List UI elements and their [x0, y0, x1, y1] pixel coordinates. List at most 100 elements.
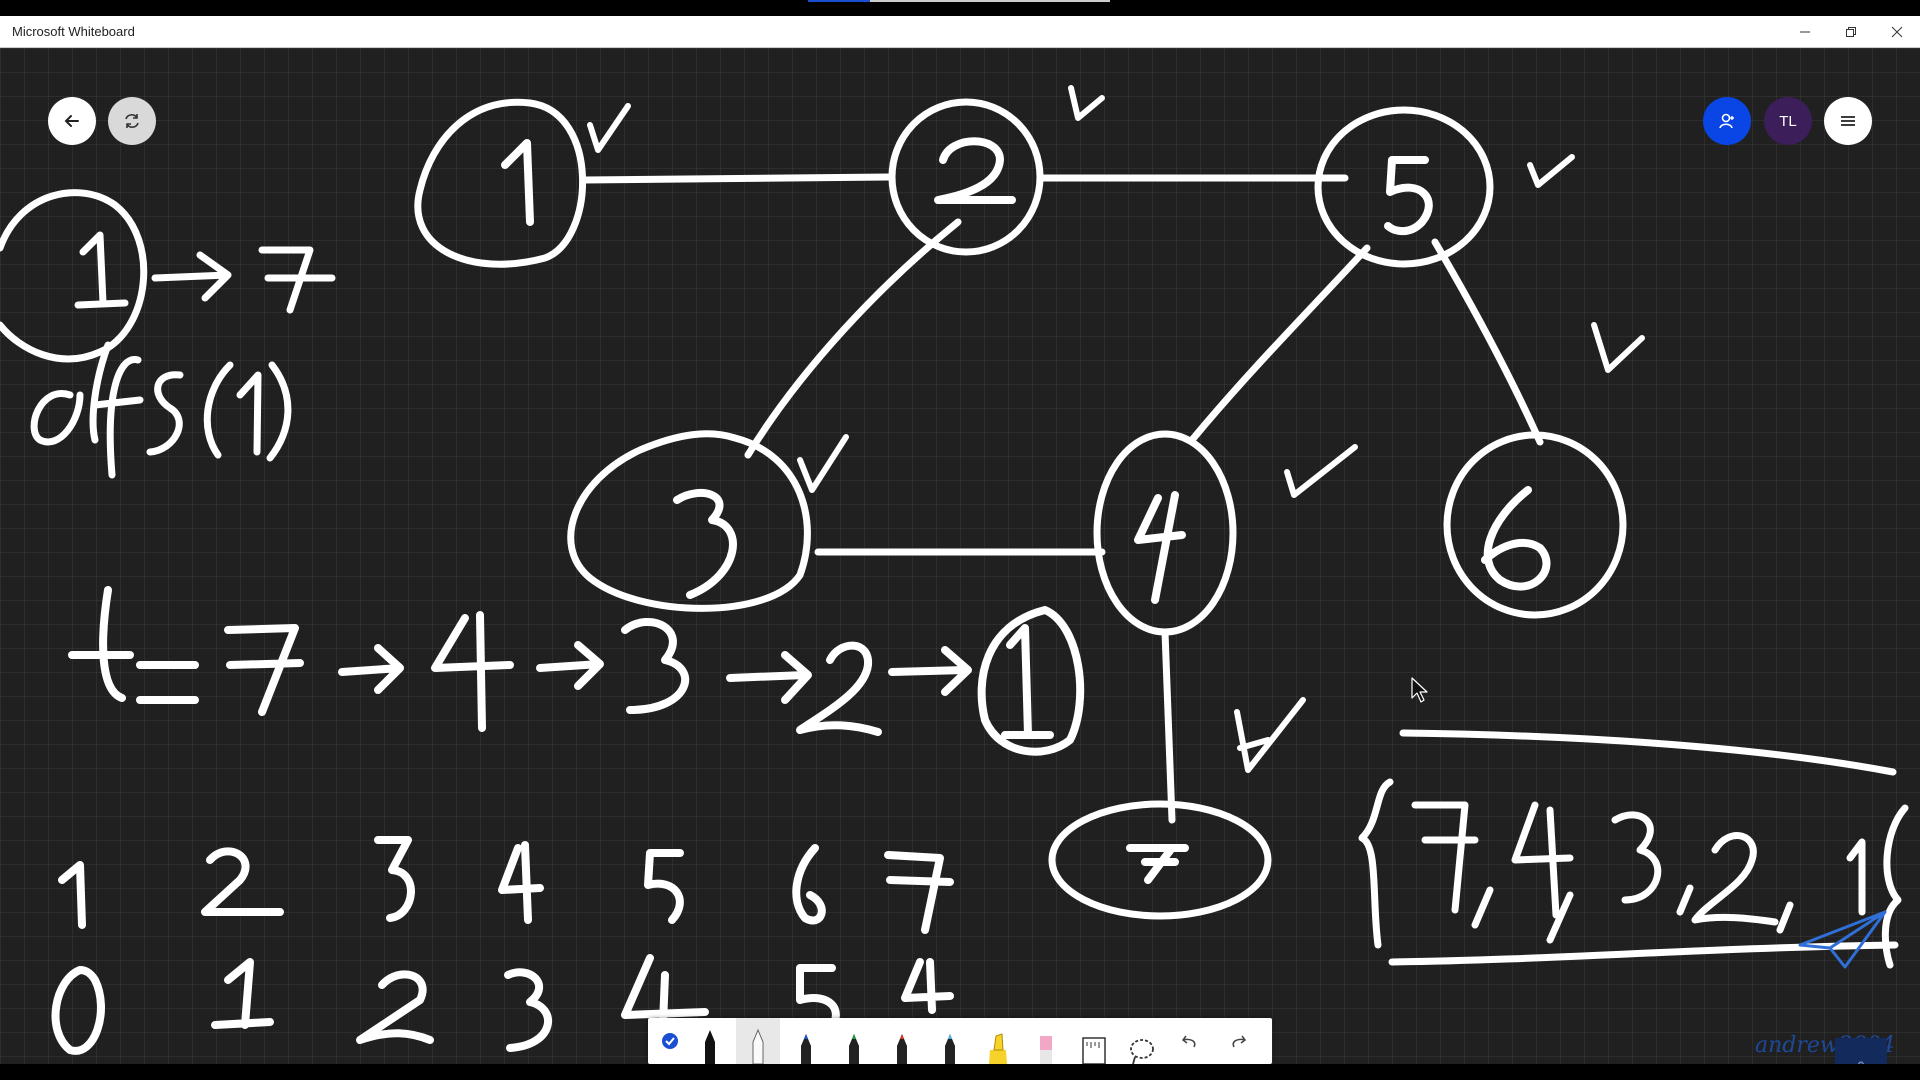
node-7-circle: [1048, 800, 1272, 920]
watermark-logo: ⚙: [1835, 1038, 1887, 1064]
table-top-1: [58, 861, 86, 929]
check-node-6: [1591, 322, 1645, 373]
result-3: [1611, 811, 1662, 904]
result-comma-3: [1776, 901, 1794, 934]
traversal-path: [68, 586, 1085, 756]
back-button[interactable]: [48, 97, 96, 145]
ink-layer: [0, 85, 1909, 1055]
black-pen-button[interactable]: [688, 1018, 732, 1064]
black-pen-icon: [705, 1030, 715, 1064]
eraser-button[interactable]: [1024, 1018, 1068, 1064]
path-arrow-4: [888, 646, 972, 696]
table-top-7: [884, 851, 954, 934]
node-2-label: [934, 137, 1016, 204]
user-avatar[interactable]: TL: [1764, 97, 1812, 145]
minimize-icon[interactable]: [1782, 16, 1828, 48]
path-4: [431, 611, 514, 732]
edge-5-6: [1431, 238, 1544, 446]
node-7-label: [1126, 844, 1189, 884]
edge-1-2: [581, 173, 894, 184]
green-pen-icon: [849, 1034, 859, 1064]
path-arrow-2: [536, 641, 604, 690]
node-2-circle: [888, 98, 1044, 256]
left-note-7: [258, 246, 336, 314]
result-4: [1511, 801, 1574, 944]
redo-button[interactable]: [1216, 1018, 1260, 1064]
node-5-label: [1384, 156, 1433, 236]
result-close-paren: [1881, 804, 1909, 969]
undo-button[interactable]: [1168, 1018, 1212, 1064]
table-top-3: [374, 836, 415, 922]
white-pen-button[interactable]: [736, 1018, 780, 1064]
path-arrow-3: [726, 651, 812, 704]
table-bottom-1: [211, 958, 274, 1029]
result-set: [1358, 729, 1909, 969]
node-1-label: [501, 139, 534, 226]
lasso-button[interactable]: [1120, 1018, 1164, 1064]
table-top-2: [201, 847, 284, 916]
paper-plane-icon: [1798, 910, 1887, 969]
taskbar-indicator-gray: [870, 0, 1110, 2]
ruler-icon: [1082, 1037, 1106, 1064]
taskbar-indicator: [808, 0, 870, 2]
left-note-circle: [0, 189, 148, 363]
path-1-circle: [977, 606, 1085, 756]
blue-pen-icon: [801, 1034, 811, 1064]
path-3: [621, 617, 689, 714]
check-node-4: [1284, 444, 1358, 498]
path-2: [796, 641, 882, 736]
result-2: [1691, 832, 1779, 926]
node-5-circle: [1314, 106, 1494, 268]
node-4-circle: [1093, 430, 1237, 636]
menu-button[interactable]: [1824, 97, 1872, 145]
table-bottom-3: [504, 968, 552, 1052]
light-blue-pen-icon: [945, 1034, 955, 1064]
edge-5-4: [1188, 244, 1371, 444]
restore-icon[interactable]: [1828, 16, 1874, 48]
dfs-s: [146, 371, 184, 456]
table-bottom-2: [356, 970, 434, 1044]
result-open-brace: [1358, 778, 1394, 949]
red-pen-button[interactable]: [880, 1018, 924, 1064]
lasso-icon: [1130, 1039, 1154, 1064]
mouse-cursor-icon: [1411, 677, 1428, 703]
table-bottom-4b: [901, 958, 954, 1014]
result-overline: [1399, 729, 1897, 776]
dfs-1: [236, 371, 262, 456]
edge-4-7: [1161, 628, 1176, 824]
red-pen-icon: [897, 1034, 907, 1064]
bottom-strip: [0, 1064, 1920, 1080]
path-equals: [136, 661, 199, 704]
ruler-button[interactable]: [1072, 1018, 1116, 1064]
node-6-circle: [1443, 431, 1627, 619]
dfs-close-paren: [266, 361, 292, 462]
blue-pen-button[interactable]: [784, 1018, 828, 1064]
result-comma-1: [1471, 886, 1494, 929]
left-note-1: [74, 231, 129, 309]
sync-icon: [125, 114, 139, 128]
highlighter-icon: [989, 1033, 1007, 1064]
invite-button[interactable]: [1703, 97, 1751, 145]
table-top-5: [644, 849, 684, 924]
highlighter-button[interactable]: [976, 1018, 1020, 1064]
result-1: [1846, 838, 1866, 916]
select-check-button[interactable]: [648, 1018, 692, 1064]
path-t: [68, 586, 134, 702]
dfs-f: [91, 356, 144, 479]
node-labels: [501, 137, 1551, 884]
top-strip: [0, 0, 1920, 16]
result-comma-2: [1676, 884, 1694, 916]
path-7: [224, 624, 304, 716]
table-bottom-0: [51, 966, 105, 1055]
visited-checks: [587, 85, 1645, 773]
graph-nodes: [414, 98, 1627, 920]
node-3-circle: [567, 430, 811, 612]
close-icon[interactable]: [1874, 16, 1920, 48]
sync-button[interactable]: [108, 97, 156, 145]
whiteboard-canvas[interactable]: TL andrew2804 ⚙: [0, 48, 1920, 1064]
dfs-d: [30, 341, 112, 446]
green-pen-button[interactable]: [832, 1018, 876, 1064]
light-blue-pen-button[interactable]: [928, 1018, 972, 1064]
eraser-icon: [1040, 1036, 1052, 1064]
check-node-5: [1527, 154, 1575, 188]
